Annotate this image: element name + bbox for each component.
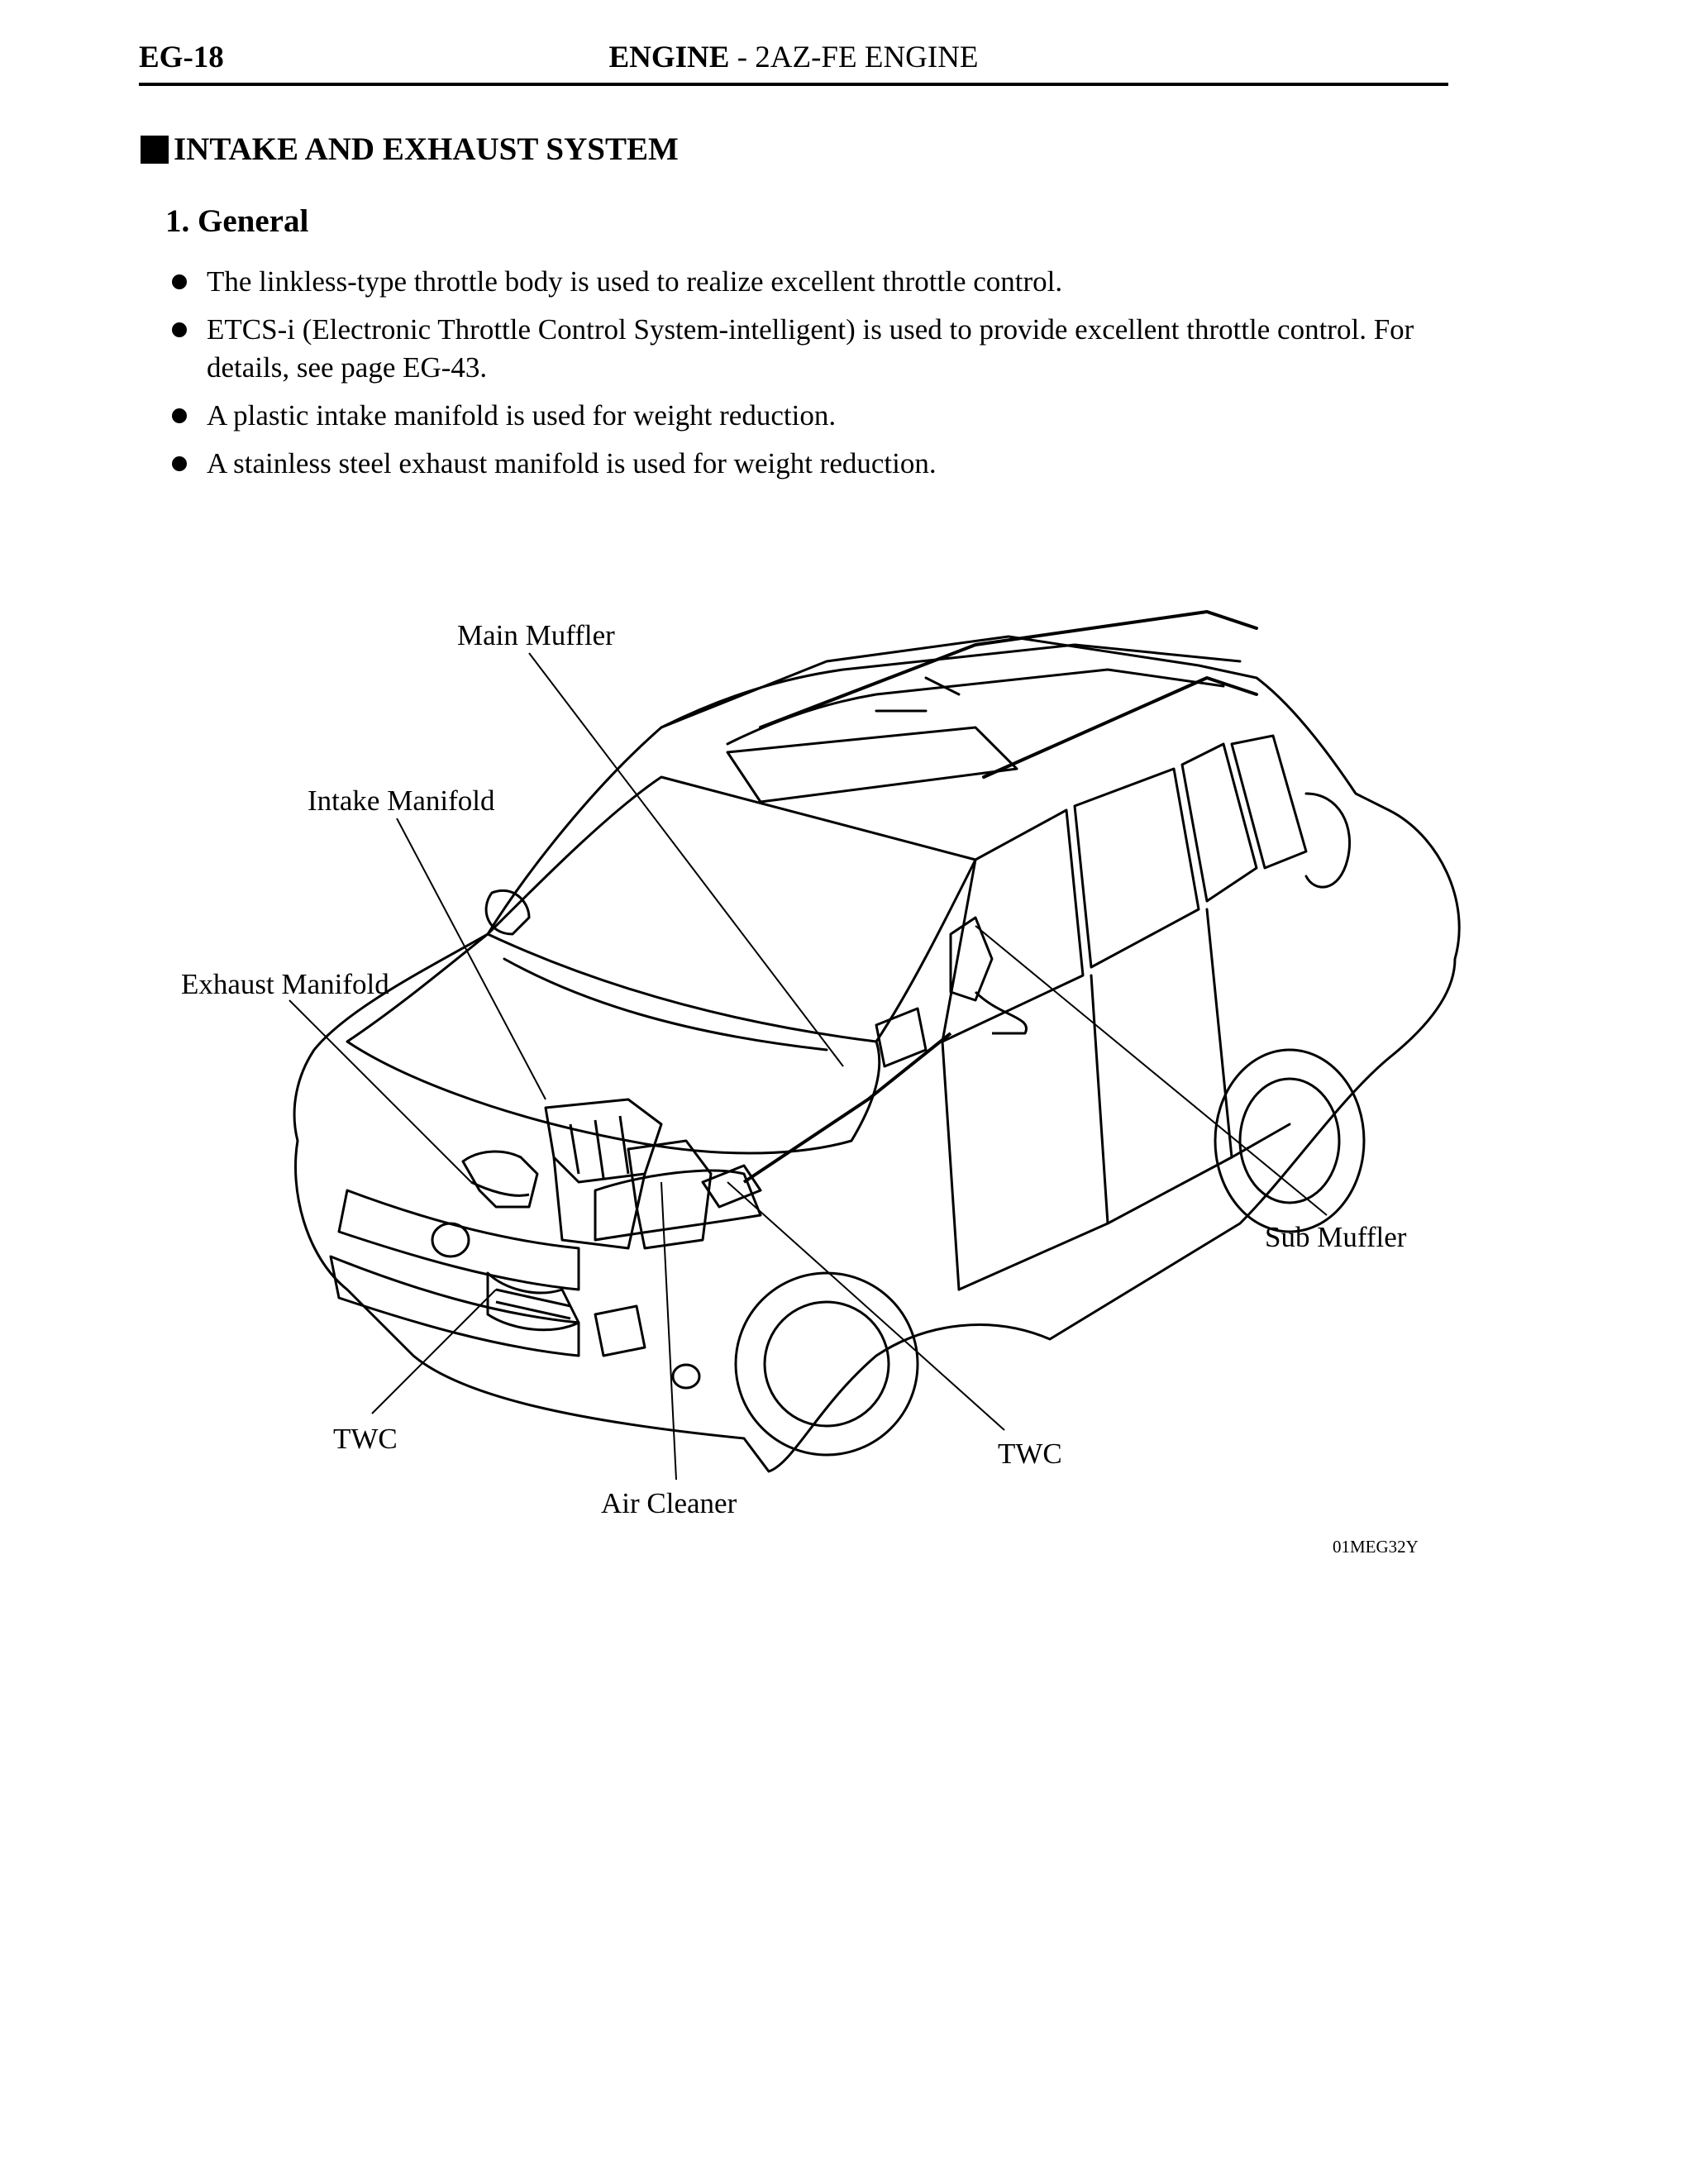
bullet-text: ETCS-i (Electronic Throttle Control Syst… (207, 313, 1414, 384)
bullet-list: The linkless-type throttle body is used … (165, 263, 1455, 493)
label-air-cleaner: Air Cleaner (601, 1487, 737, 1519)
bullet-item: The linkless-type throttle body is used … (165, 263, 1455, 301)
section-title: INTAKE AND EXHAUST SYSTEM (141, 131, 679, 168)
label-sub-muffler: Sub Muffler (1265, 1221, 1407, 1253)
subsection-title: 1. General (165, 203, 309, 239)
page-number: EG-18 (139, 41, 224, 74)
bullet-icon (172, 322, 187, 337)
label-twc-rear: TWC (998, 1438, 1062, 1470)
leader-line-twc-rear (727, 1181, 1005, 1431)
leader-line-intake-manifold (396, 818, 546, 1100)
bullet-text: A plastic intake manifold is used for we… (207, 399, 837, 432)
bullet-item: A plastic intake manifold is used for we… (165, 397, 1455, 435)
leader-line-air-cleaner (661, 1181, 677, 1481)
bullet-item: ETCS-i (Electronic Throttle Control Syst… (165, 311, 1455, 387)
bullet-text: The linkless-type throttle body is used … (207, 265, 1063, 298)
label-intake-manifold: Intake Manifold (308, 784, 495, 817)
section-title-text: INTAKE AND EXHAUST SYSTEM (174, 131, 679, 167)
running-title: ENGINE - 2AZ-FE ENGINE (139, 40, 1448, 75)
label-main-muffler: Main Muffler (457, 619, 615, 651)
leader-line-sub-muffler (975, 925, 1328, 1216)
figure-id: 01MEG32Y (1333, 1537, 1419, 1557)
bullet-text: A stainless steel exhaust manifold is us… (207, 447, 937, 479)
engine-components (461, 916, 1028, 1357)
leader-lines (289, 652, 1328, 1481)
page-header: EG-18 ENGINE - 2AZ-FE ENGINE (139, 33, 1448, 86)
label-twc-front: TWC (333, 1423, 398, 1455)
leader-line-main-muffler (528, 652, 844, 1067)
bullet-item: A stainless steel exhaust manifold is us… (165, 445, 1455, 483)
section-marker-icon (141, 135, 169, 164)
leader-line-twc-front (371, 1289, 497, 1414)
bullet-icon (172, 408, 187, 423)
bullet-icon (172, 274, 187, 289)
vehicle-outline (293, 610, 1461, 1473)
bullet-icon (172, 456, 187, 471)
label-exhaust-manifold: Exhaust Manifold (181, 968, 389, 1000)
running-title-bold: ENGINE (608, 41, 730, 74)
leader-line-exhaust-manifold (289, 999, 472, 1183)
running-title-rest: - 2AZ-FE ENGINE (729, 41, 979, 74)
